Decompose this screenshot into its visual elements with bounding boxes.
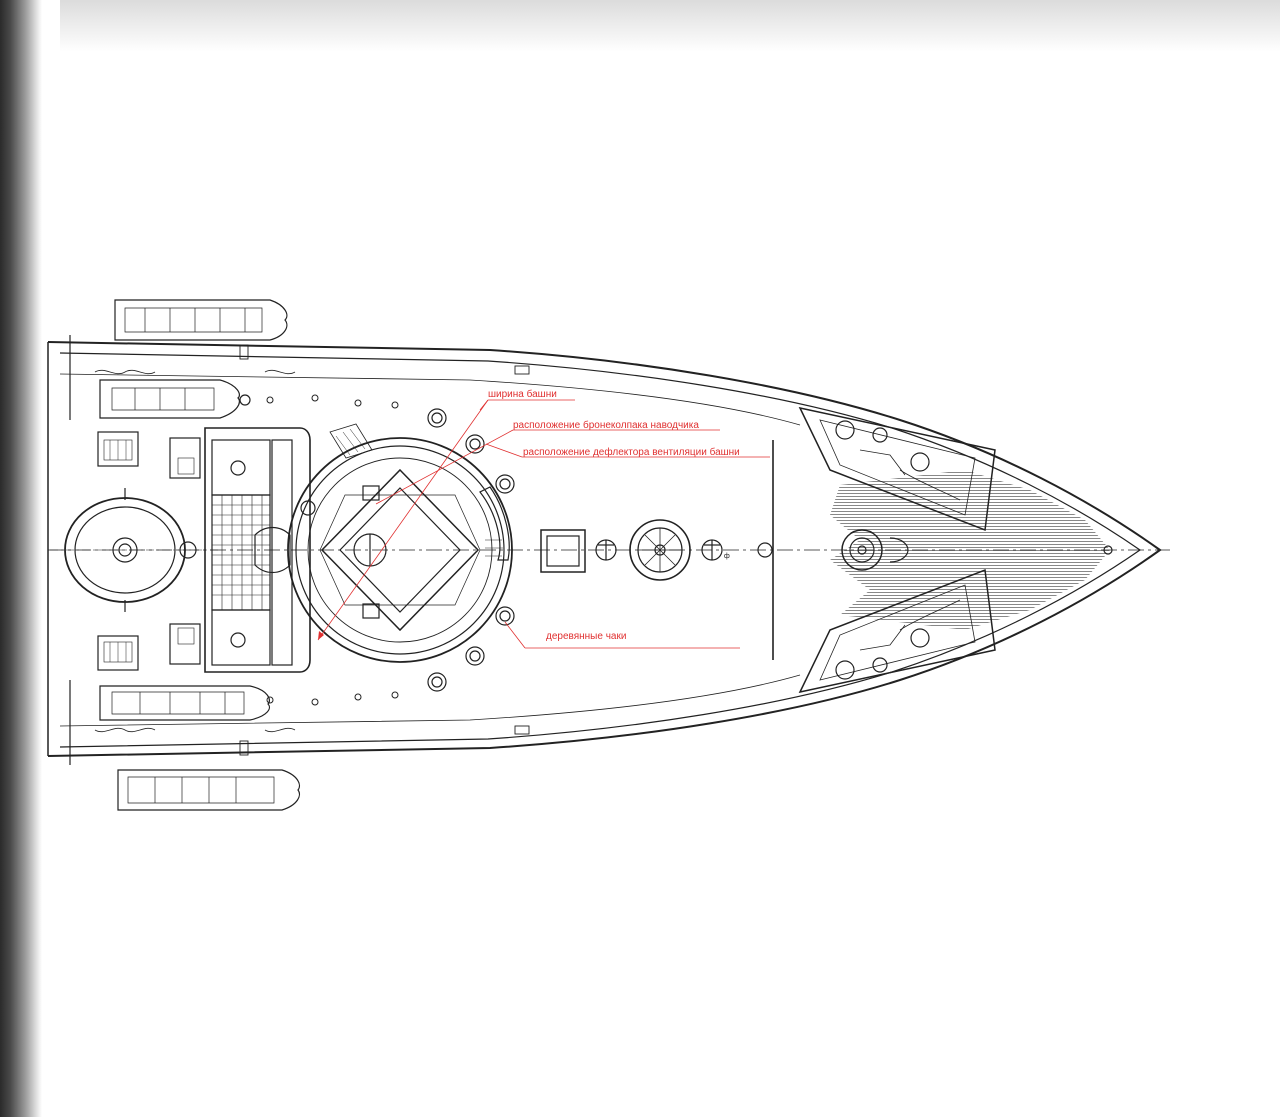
square-hatch <box>540 529 586 573</box>
companion-hatch-lower <box>97 623 201 671</box>
lifeboat-top-inner <box>99 379 251 419</box>
deck-fitting <box>757 542 773 558</box>
annotation-wooden-chocks: деревянные чаки <box>546 631 627 642</box>
stem-fitting <box>1103 545 1113 555</box>
lifeboat-bottom-outer <box>117 769 301 811</box>
deck-portholes <box>266 394 399 706</box>
lifeboat-top-outer <box>114 299 288 341</box>
annotation-gunner-hood: расположение бронеколпака наводчика <box>513 420 699 431</box>
superstructure-deckhouse <box>204 427 311 673</box>
rail-fittings <box>94 344 530 756</box>
companion-hatch-upper <box>97 431 201 479</box>
main-turret <box>287 423 513 663</box>
bollard-right <box>701 539 723 561</box>
annotation-turret-width: ширина башни <box>488 389 557 400</box>
ventilator-cowls <box>427 408 515 692</box>
annotation-leaders <box>317 399 770 649</box>
top-bleed-through <box>60 0 1280 52</box>
capstan-wheel <box>629 519 691 581</box>
fitting-label: ф <box>724 553 730 560</box>
binding-shadow <box>0 0 42 1117</box>
bollard-left <box>595 539 617 561</box>
anchor-windlass <box>841 529 909 571</box>
anchor-bay-upper <box>798 406 996 532</box>
lifeboat-bottom-inner <box>99 685 271 721</box>
anchor-bay-lower <box>798 568 996 694</box>
annotation-vent-deflector: расположение дефлектора вентиляции башни <box>523 447 740 458</box>
